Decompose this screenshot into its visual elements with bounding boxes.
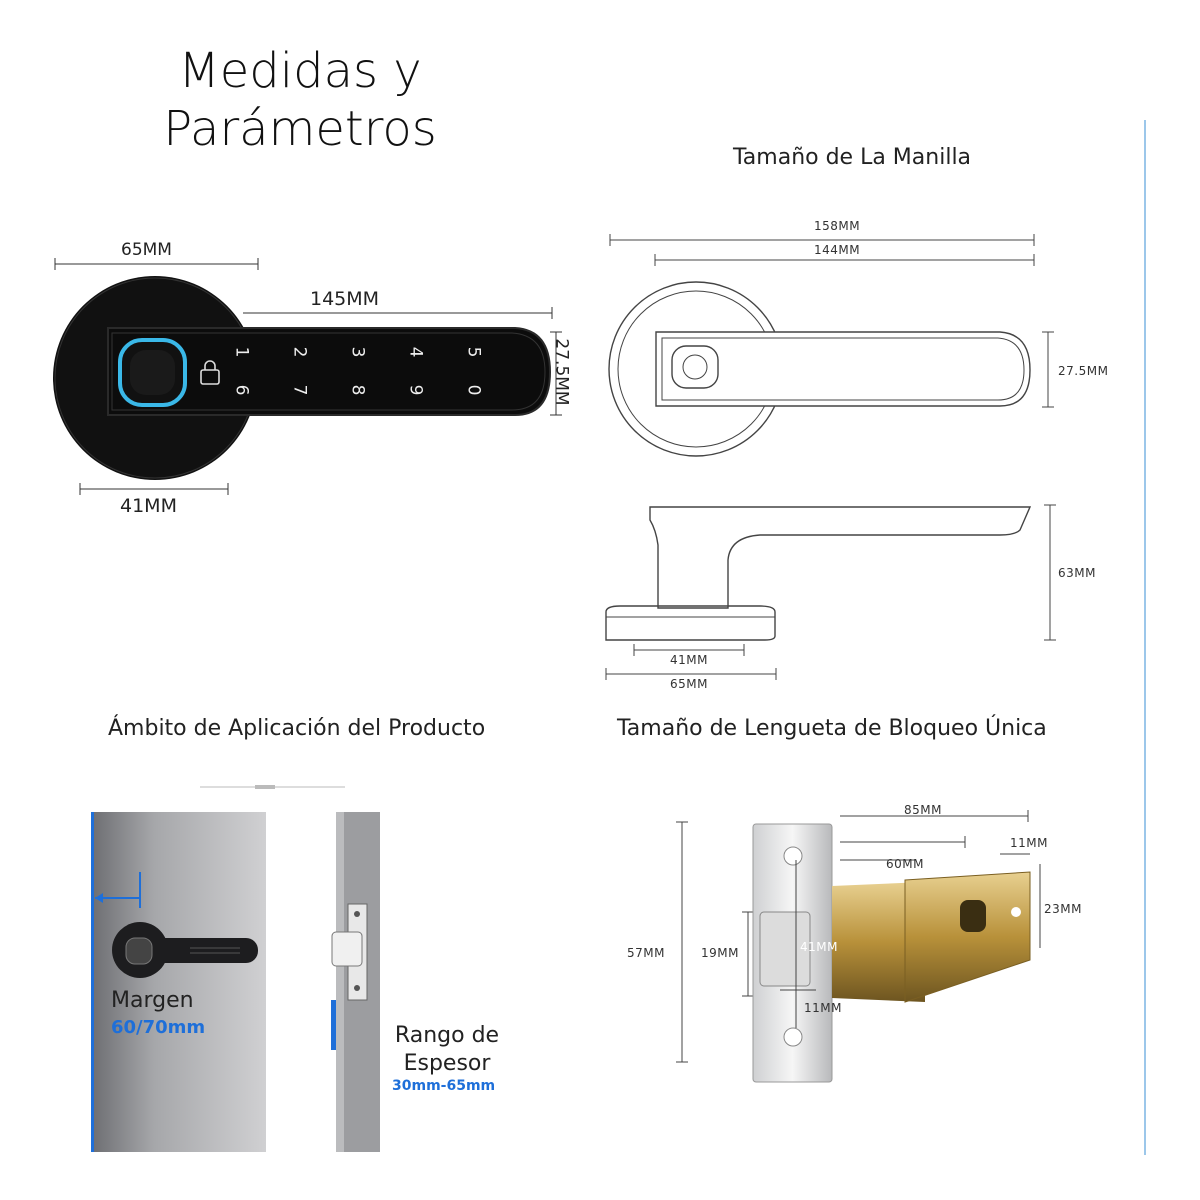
dim-41mm: 41MM <box>120 495 177 517</box>
dim-57mm: 57MM <box>627 946 665 960</box>
dim-19mm: 19MM <box>701 946 739 960</box>
dim-158mm: 158MM <box>814 219 861 233</box>
margin-value: 60/70mm <box>111 1017 206 1038</box>
lock-icon <box>200 369 220 385</box>
latch-heading: Tamaño de Lengueta de Bloqueo Única <box>617 716 1047 741</box>
thickness-line-1: Rango de <box>394 1023 500 1048</box>
dim-63mm: 63MM <box>1058 566 1096 580</box>
dim-side-27-5mm: 27.5MM <box>1058 364 1109 378</box>
title-line-2: Parámetros <box>163 101 437 157</box>
dim-145mm: 145MM <box>310 288 380 310</box>
thickness-label: Rango de Espesor <box>388 1022 506 1078</box>
thickness-line-2: Espesor <box>403 1051 491 1076</box>
dim-65mm: 65MM <box>121 240 172 260</box>
thickness-value: 30mm-65mm <box>392 1078 496 1094</box>
dim-23mm: 23MM <box>1044 902 1082 916</box>
dim-base-41mm: 41MM <box>670 653 708 667</box>
right-divider <box>1144 120 1146 1155</box>
dim-11mm-bottom: 11MM <box>804 1001 842 1015</box>
dim-11mm-top: 11MM <box>1010 836 1048 850</box>
dim-41mm-latch: 41MM <box>800 940 838 954</box>
dim-60mm: 60MM <box>886 857 924 871</box>
dim-base-65mm: 65MM <box>670 677 708 691</box>
application-heading: Ámbito de Aplicación del Producto <box>108 716 486 741</box>
door-panel <box>91 812 266 1152</box>
page-title: Medidas y Parámetros <box>120 42 480 158</box>
margin-label: Margen <box>111 988 194 1013</box>
dim-85mm: 85MM <box>904 803 942 817</box>
handle-size-heading: Tamaño de La Manilla <box>733 145 972 170</box>
title-line-1: Medidas y <box>178 43 422 99</box>
dim-144mm: 144MM <box>814 243 861 257</box>
